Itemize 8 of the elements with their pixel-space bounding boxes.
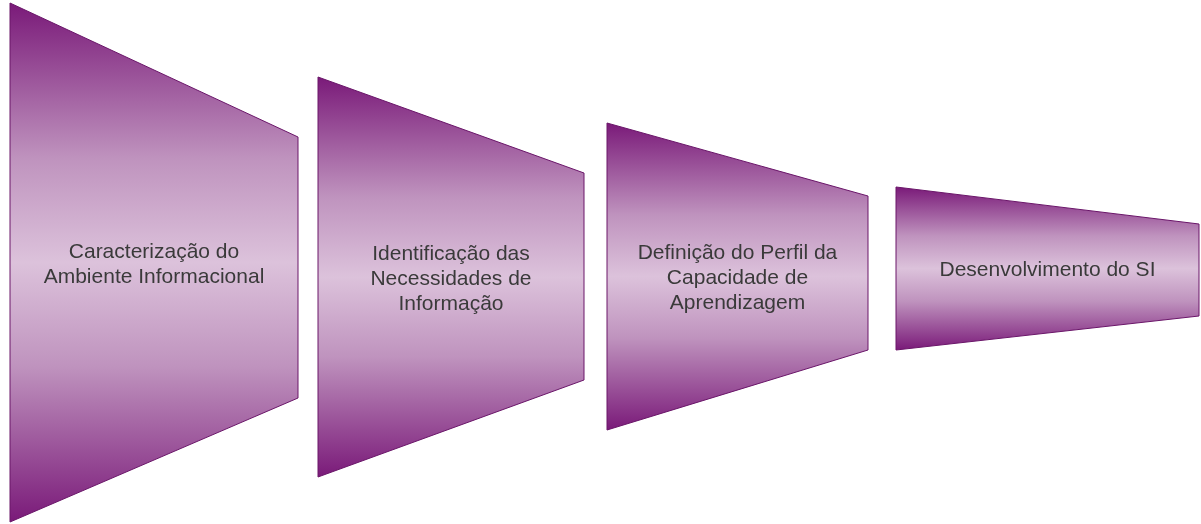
stage-label: Definição do Perfil da Capacidade de Aprendizagem <box>637 239 838 314</box>
funnel-stage <box>10 3 298 522</box>
funnel-stage <box>896 187 1199 350</box>
funnel-stage <box>607 123 868 430</box>
stage-label: Identificação das Necessidades de Informação <box>369 239 533 315</box>
stage-label: Desenvolvimento do SI <box>938 256 1157 281</box>
funnel-stage <box>318 77 584 477</box>
stage-label: Caracterização do Ambiente Informacional <box>42 237 266 288</box>
